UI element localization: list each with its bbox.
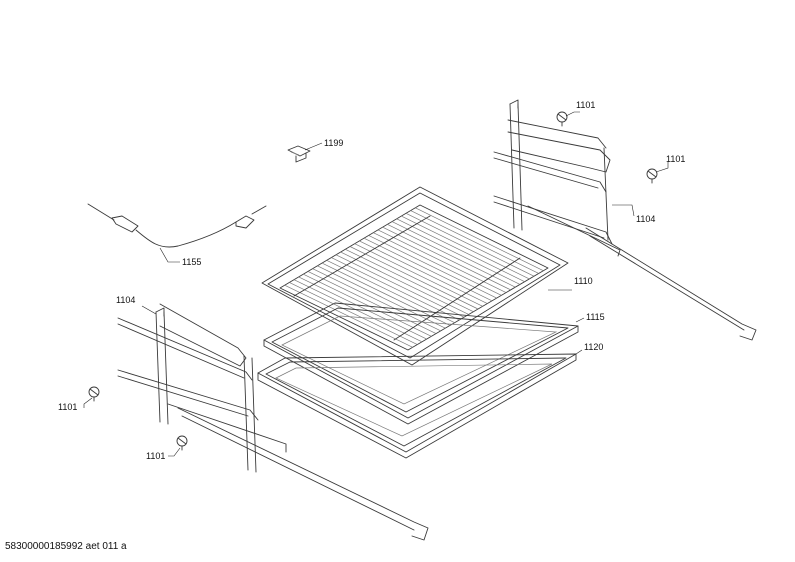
- leader-1155: [159, 247, 180, 263]
- leader-1199: [304, 142, 323, 151]
- rack-wire: [373, 232, 502, 296]
- leader-1101-left-b: [168, 447, 181, 457]
- rack-wire: [317, 265, 446, 329]
- rack-wire: [363, 237, 493, 302]
- rack-wire: [307, 271, 437, 334]
- callout-1155: 1155: [182, 257, 201, 267]
- leader-1101-right-a: [565, 111, 580, 117]
- document-code: 58300000185992 aet 011 a: [5, 541, 127, 552]
- callout-1101-left-b: 1101: [146, 451, 165, 461]
- rack-wire: [298, 276, 427, 340]
- rack-wire: [303, 273, 432, 337]
- callout-1104-left: 1104: [116, 295, 135, 305]
- baking-tray-part-1115: [263, 302, 579, 425]
- callout-1101-right-a: 1101: [576, 100, 595, 110]
- rack-wire: [349, 246, 479, 310]
- rack-wire: [377, 229, 507, 293]
- callout-1104-right: 1104: [636, 214, 655, 224]
- screw-1101-left-b: [176, 435, 188, 451]
- rack-wire: [382, 226, 511, 291]
- rack-wire: [331, 257, 460, 321]
- clip-part-1199: [287, 145, 311, 163]
- callout-1115: 1115: [586, 312, 605, 322]
- rack-wire: [312, 268, 441, 332]
- leader-1104-left: [141, 305, 157, 315]
- callout-1101-right-b: 1101: [666, 154, 685, 164]
- leader-1101-right-b: [655, 162, 669, 173]
- leader-1120: [575, 349, 583, 355]
- rack-wire: [387, 224, 516, 288]
- rack-wire: [359, 240, 488, 304]
- callout-1120: 1120: [584, 342, 603, 352]
- rack-wire: [354, 243, 483, 307]
- wire-rack-part-1110: [261, 186, 569, 366]
- rack-wire: [401, 215, 530, 280]
- screw-1101-right-b: [646, 168, 658, 184]
- rack-wire: [293, 279, 423, 343]
- rack-wire: [335, 254, 465, 318]
- leader-1115: [575, 317, 585, 323]
- leader-1101-left-a: [83, 397, 93, 408]
- rack-wire: [405, 212, 535, 277]
- probe-cable-part-1155: [87, 203, 267, 248]
- rack-wire: [284, 284, 413, 348]
- right-shelf-support-part-1104: [493, 99, 757, 341]
- callout-1199: 1199: [324, 138, 343, 148]
- rack-wire: [321, 262, 451, 326]
- left-shelf-support-part-1104: [117, 303, 429, 541]
- rack-wire: [396, 218, 525, 282]
- rack-wire: [410, 210, 539, 274]
- rack-wire: [345, 248, 474, 313]
- callout-1101-left-a: 1101: [58, 402, 77, 412]
- rack-wire: [391, 221, 521, 285]
- rack-wire: [415, 207, 544, 272]
- screw-1101-right-a: [556, 111, 568, 127]
- screw-1101-left-a: [88, 386, 100, 402]
- rack-wire: [340, 251, 469, 315]
- rack-wire: [368, 235, 497, 299]
- rack-wire: [289, 282, 418, 345]
- leader-1104-right: [612, 204, 635, 217]
- callout-1110: 1110: [574, 276, 593, 286]
